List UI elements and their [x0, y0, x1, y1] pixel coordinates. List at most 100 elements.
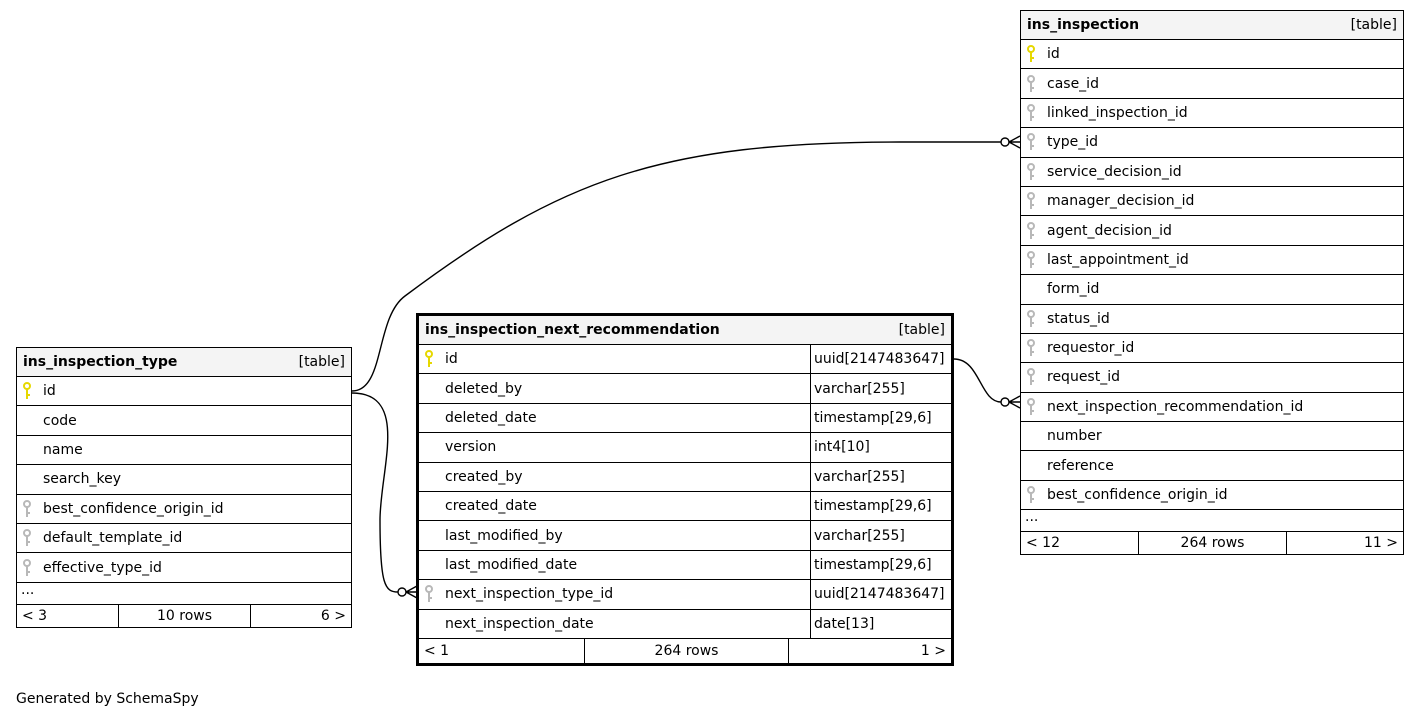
column-row[interactable]: search_key: [17, 465, 351, 495]
column-name: type_id: [1047, 134, 1099, 151]
foreign-key-icon: [1027, 485, 1047, 505]
column-name-cell: version: [419, 433, 810, 461]
column-name: status_id: [1047, 310, 1110, 327]
table-kind: [table]: [1350, 17, 1397, 33]
column-row[interactable]: default_template_id: [17, 524, 351, 554]
column-name-cell: created_by: [419, 463, 810, 491]
foreign-key-icon: [1027, 74, 1047, 94]
column-row[interactable]: last_modified_by varchar[255]: [419, 521, 951, 551]
column-name-cell: last_appointment_id: [1021, 246, 1403, 274]
column-name: best_confidence_origin_id: [1047, 487, 1228, 504]
column-row[interactable]: service_decision_id: [1021, 158, 1403, 187]
column-row[interactable]: code: [17, 406, 351, 436]
foreign-key-icon: [23, 499, 43, 519]
column-row[interactable]: reference: [1021, 451, 1403, 481]
column-name-cell: reference: [1021, 451, 1403, 479]
column-name: id: [1047, 46, 1060, 63]
column-name-cell: form_id: [1021, 275, 1403, 303]
table-header: ins_inspection_type [table]: [17, 348, 351, 377]
column-row[interactable]: manager_decision_id: [1021, 187, 1403, 217]
table-ins-inspection-next-recommendation[interactable]: ins_inspection_next_recommendation [tabl…: [416, 313, 954, 666]
column-name-cell: next_inspection_recommendation_id: [1021, 393, 1403, 421]
column-name: created_by: [445, 468, 523, 485]
column-type: varchar[255]: [810, 521, 951, 550]
column-row[interactable]: linked_inspection_id: [1021, 99, 1403, 129]
column-row[interactable]: name: [17, 436, 351, 466]
column-name: number: [1047, 428, 1102, 445]
table-header: ins_inspection_next_recommendation [tabl…: [419, 316, 951, 345]
column-row[interactable]: next_inspection_recommendation_id: [1021, 393, 1403, 423]
column-row[interactable]: status_id: [1021, 305, 1403, 334]
children-count[interactable]: 1 >: [920, 642, 946, 659]
parents-count[interactable]: < 1: [419, 638, 585, 663]
column-type: timestamp[29,6]: [810, 403, 951, 433]
foreign-key-icon: [1027, 397, 1047, 417]
column-name: next_inspection_recommendation_id: [1047, 398, 1304, 415]
primary-key-icon: [1027, 44, 1047, 64]
column-name-cell: last_modified_date: [419, 551, 810, 579]
column-row[interactable]: requestor_id: [1021, 334, 1403, 364]
column-name: created_date: [445, 498, 537, 515]
column-row[interactable]: effective_type_id: [17, 553, 351, 583]
table-name: ins_inspection_type: [23, 354, 178, 370]
foreign-key-icon: [1027, 162, 1047, 182]
edge-crowfoot-icon: [1008, 135, 1021, 149]
foreign-key-icon: [1027, 338, 1047, 358]
more-columns-ellipsis: ...: [17, 583, 351, 605]
column-name-cell: id: [1021, 40, 1403, 68]
generated-by-note: Generated by SchemaSpy: [16, 691, 199, 707]
column-name: version: [445, 439, 497, 456]
column-name-cell: deleted_by: [419, 374, 810, 402]
parents-count[interactable]: < 3: [17, 604, 119, 627]
column-row[interactable]: best_confidence_origin_id: [1021, 481, 1403, 511]
column-row[interactable]: agent_decision_id: [1021, 216, 1403, 246]
table-header: ins_inspection [table]: [1021, 11, 1403, 40]
column-name-cell: agent_decision_id: [1021, 216, 1403, 244]
children-count[interactable]: 6 >: [320, 607, 346, 624]
column-name: request_id: [1047, 369, 1120, 386]
table-ins-inspection[interactable]: ins_inspection [table] id case_id linked_i…: [1020, 10, 1404, 556]
column-name-cell: next_inspection_date: [419, 610, 810, 638]
column-row[interactable]: number: [1021, 422, 1403, 452]
column-row[interactable]: type_id: [1021, 128, 1403, 158]
edge-recommendation-to-inspection[interactable]: [953, 358, 1002, 403]
column-name-cell: code: [17, 406, 351, 434]
column-name: case_id: [1047, 75, 1099, 92]
column-name-cell: created_date: [419, 492, 810, 520]
foreign-key-icon: [23, 558, 43, 578]
edge-optional-circle: [397, 587, 407, 597]
column-type: date[13]: [810, 609, 951, 638]
column-row[interactable]: last_appointment_id: [1021, 246, 1403, 276]
foreign-key-icon: [23, 528, 43, 548]
column-row[interactable]: id: [17, 377, 351, 407]
no-key-spacer: [23, 469, 43, 489]
column-name: agent_decision_id: [1047, 222, 1172, 239]
no-key-spacer: [425, 408, 445, 428]
column-name: deleted_date: [445, 409, 537, 426]
column-row[interactable]: deleted_date timestamp[29,6]: [419, 403, 951, 434]
parents-count[interactable]: < 12: [1021, 532, 1139, 555]
table-kind: [table]: [898, 322, 945, 338]
column-name-cell: service_decision_id: [1021, 158, 1403, 186]
edge-type-to-recommendation[interactable]: [351, 392, 399, 593]
column-name-cell: last_modified_by: [419, 521, 810, 549]
column-name-cell: effective_type_id: [17, 553, 351, 581]
children-count[interactable]: 11 >: [1364, 535, 1398, 552]
column-row[interactable]: form_id: [1021, 275, 1403, 305]
column-row[interactable]: id: [1021, 40, 1403, 70]
column-row[interactable]: best_confidence_origin_id: [17, 495, 351, 524]
column-row[interactable]: request_id: [1021, 363, 1403, 393]
column-name: last_modified_by: [445, 527, 563, 544]
no-key-spacer: [1027, 456, 1047, 476]
column-name-cell: deleted_date: [419, 404, 810, 432]
column-row[interactable]: case_id: [1021, 69, 1403, 99]
